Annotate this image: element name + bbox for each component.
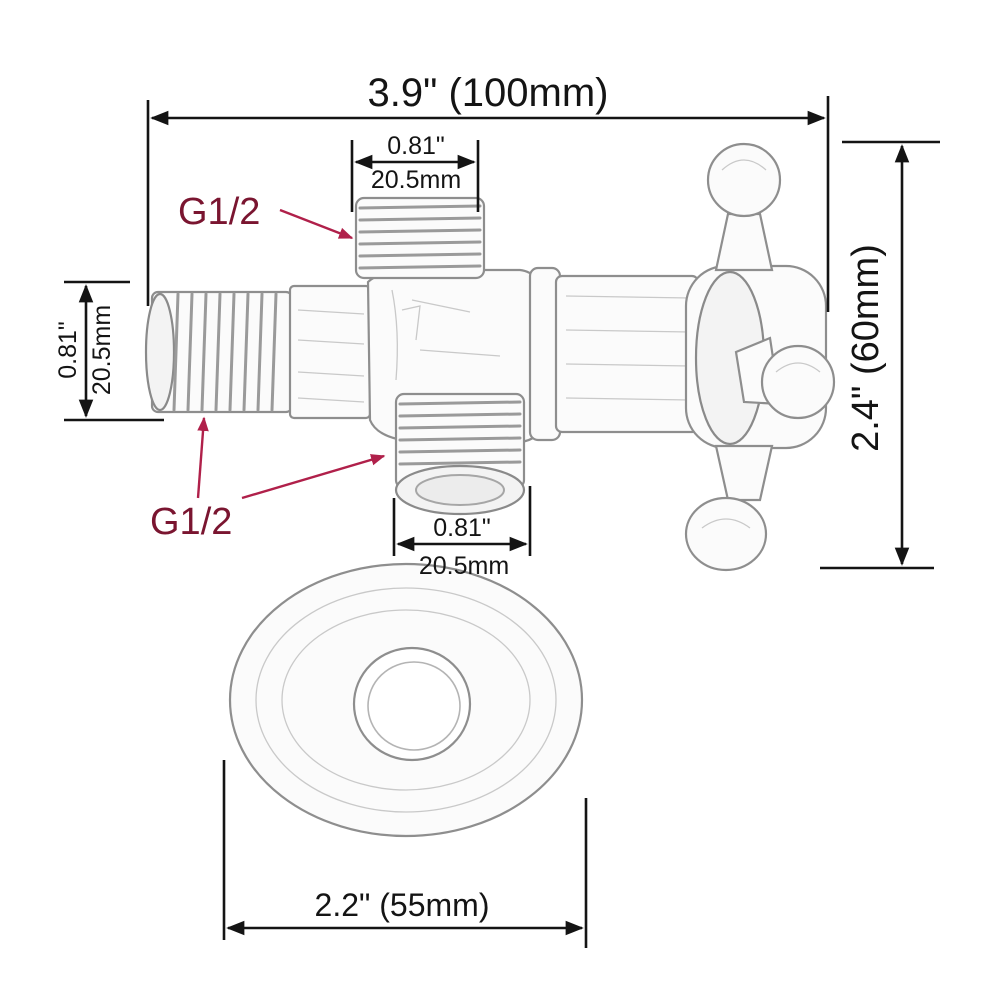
bottom-thread-callout: G1/2: [150, 416, 386, 543]
top-thread-label: G1/2: [178, 191, 260, 233]
flange-diameter-dimension: 2.2" (55mm): [222, 760, 588, 948]
left-port-mm-label: 20.5mm: [88, 305, 116, 395]
overall-length-dimension: 3.9" (100mm): [146, 71, 830, 312]
bottom-threaded-outlet: [394, 392, 526, 516]
top-thread-callout: G1/2: [178, 191, 354, 240]
overall-length-label: 3.9" (100mm): [368, 71, 609, 115]
cross-handle: [684, 142, 836, 572]
top-port-inch-label: 0.81": [387, 132, 445, 160]
top-port-mm-label: 20.5mm: [371, 166, 461, 194]
bottom-port-inch-label: 0.81": [433, 514, 491, 542]
valve-bonnet: [528, 266, 700, 442]
angle-valve: [144, 142, 836, 572]
flange-diameter-label: 2.2" (55mm): [315, 887, 490, 923]
overall-height-dimension: 2.4" (60mm): [820, 140, 940, 570]
top-threaded-port: [354, 196, 486, 280]
bottom-thread-label: G1/2: [150, 501, 232, 543]
left-port-inch-label: 0.81": [54, 321, 82, 379]
bottom-port-mm-label: 20.5mm: [419, 552, 509, 580]
overall-height-label: 2.4" (60mm): [845, 244, 887, 452]
left-port-dimension: 0.81" 20.5mm: [54, 280, 164, 422]
top-port-dimension: 0.81" 20.5mm: [350, 132, 480, 212]
left-threaded-inlet: [144, 284, 372, 420]
escutcheon-flange: [228, 562, 584, 838]
bottom-port-dimension: 0.81" 20.5mm: [392, 486, 532, 580]
